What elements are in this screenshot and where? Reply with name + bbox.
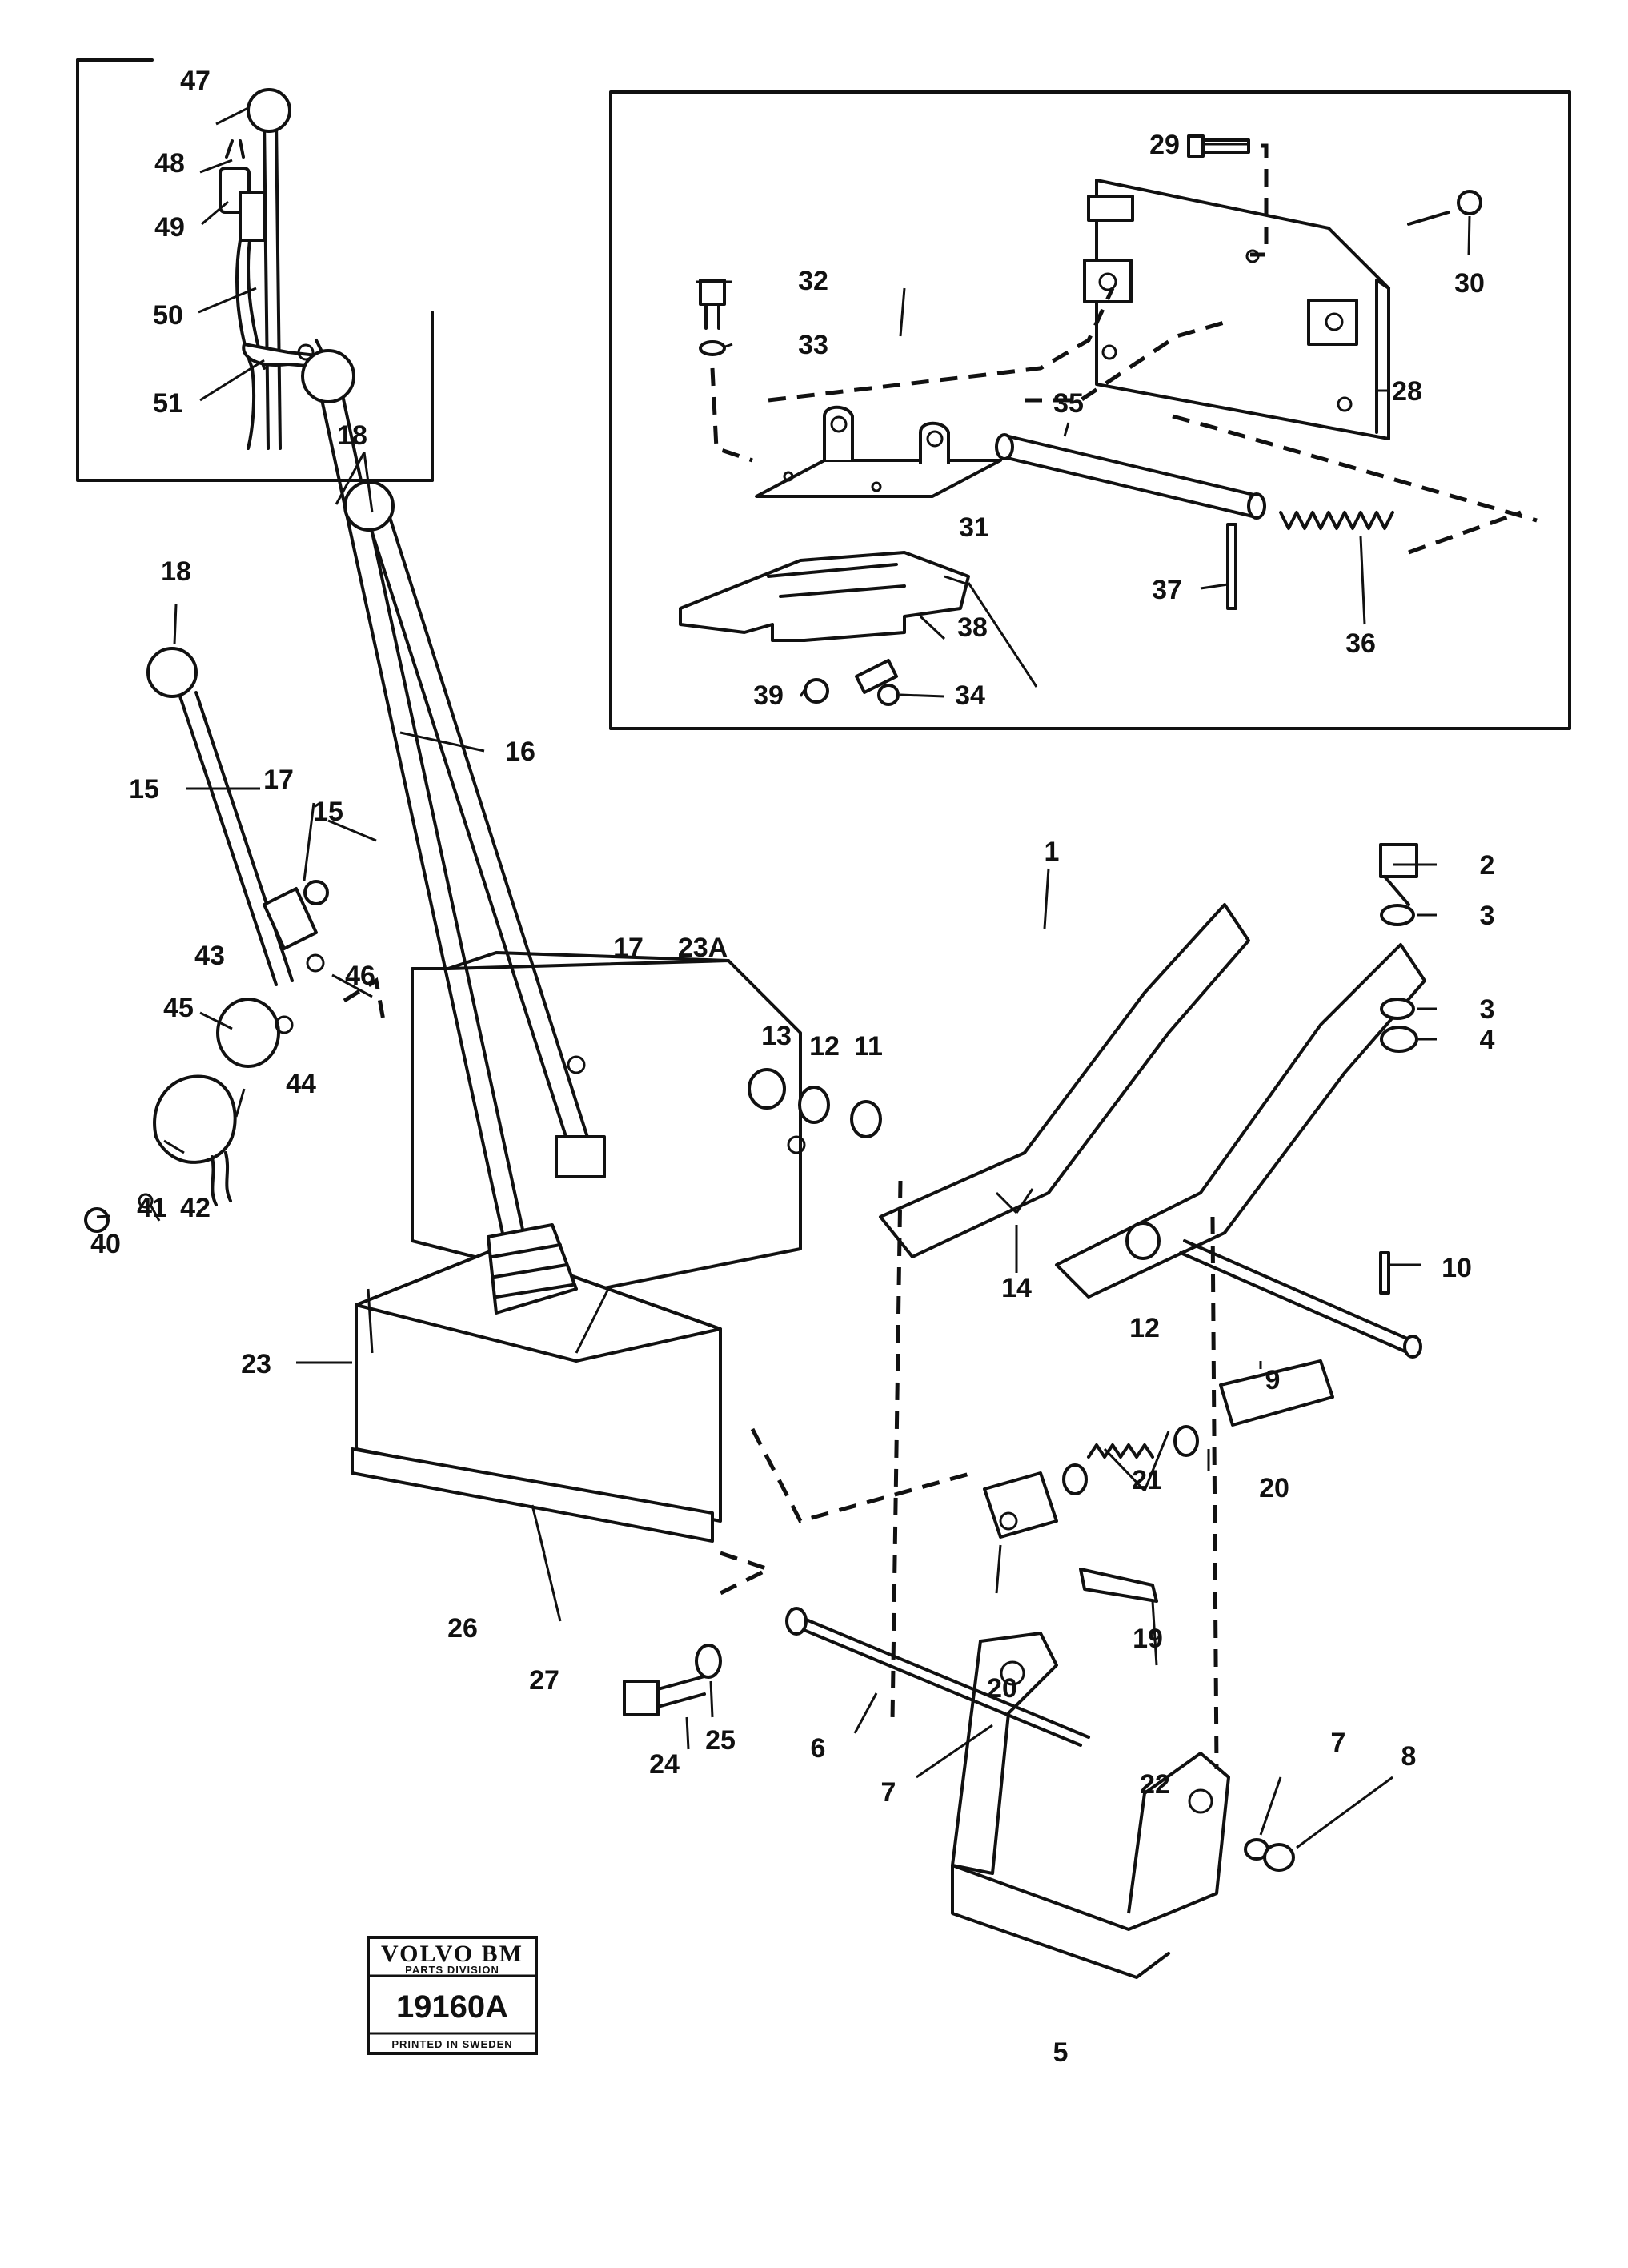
- callout-18-b: 18: [161, 556, 191, 587]
- callout-32: 32: [798, 266, 828, 296]
- callout-17-a: 17: [263, 765, 294, 795]
- callout-45: 45: [163, 993, 194, 1023]
- callout-37: 37: [1152, 575, 1182, 605]
- callout-9: 9: [1265, 1365, 1281, 1395]
- callout-23a: 23A: [678, 933, 728, 963]
- callout-5: 5: [1053, 2037, 1069, 2068]
- callout-42: 42: [180, 1193, 211, 1223]
- callout-8: 8: [1401, 1741, 1417, 1772]
- callout-3-a: 3: [1480, 901, 1495, 931]
- callout-51: 51: [153, 388, 183, 419]
- callout-labels: 47 48 49 50 51 18 18 16 15 15 17 17 23A …: [90, 66, 1494, 2068]
- callout-30: 30: [1454, 268, 1485, 299]
- badge-division: PARTS DIVISION: [405, 1964, 499, 1976]
- callout-36: 36: [1345, 628, 1376, 659]
- callout-22: 22: [1140, 1769, 1170, 1800]
- callout-1: 1: [1045, 837, 1060, 867]
- volvo-bm-badge: VOLVO BM PARTS DIVISION 19160A PRINTED I…: [367, 1936, 538, 2055]
- callout-21: 21: [1132, 1465, 1162, 1495]
- callout-25: 25: [705, 1725, 736, 1756]
- callout-19: 19: [1133, 1624, 1163, 1654]
- callout-50: 50: [153, 300, 183, 331]
- callout-10: 10: [1442, 1253, 1472, 1283]
- badge-number: 19160A: [396, 1989, 508, 2025]
- callout-24: 24: [649, 1749, 680, 1780]
- callout-2: 2: [1480, 850, 1495, 881]
- callout-15-b: 15: [313, 797, 343, 827]
- callout-26: 26: [447, 1613, 478, 1644]
- callout-39: 39: [753, 680, 784, 711]
- callout-17-b: 17: [613, 933, 644, 963]
- callout-43: 43: [194, 941, 225, 971]
- callout-38: 38: [957, 612, 988, 643]
- callout-35: 35: [1053, 388, 1084, 419]
- callout-18-a: 18: [337, 420, 367, 451]
- callout-20-b: 20: [987, 1673, 1017, 1704]
- callout-28: 28: [1392, 376, 1422, 407]
- callout-44: 44: [286, 1069, 316, 1099]
- callout-47: 47: [180, 66, 211, 96]
- callout-6: 6: [811, 1733, 826, 1764]
- callout-7-b: 7: [1331, 1728, 1346, 1758]
- callout-48: 48: [154, 148, 185, 179]
- leader-lines: [96, 106, 1471, 1849]
- main-assembly: [84, 349, 1426, 1979]
- callout-33: 33: [798, 330, 828, 360]
- badge-brand: VOLVO BM: [381, 1941, 523, 1967]
- callout-4: 4: [1480, 1025, 1495, 1055]
- callout-13: 13: [761, 1021, 792, 1051]
- callout-40: 40: [90, 1229, 121, 1259]
- callout-41: 41: [137, 1193, 167, 1223]
- inset-switch-detail: [76, 58, 434, 482]
- callout-27: 27: [529, 1665, 559, 1696]
- callout-12-b: 12: [1129, 1313, 1160, 1343]
- callout-23: 23: [241, 1349, 271, 1379]
- callout-20-a: 20: [1259, 1473, 1289, 1503]
- callout-7-a: 7: [881, 1777, 896, 1808]
- callout-34: 34: [955, 680, 985, 711]
- callout-46: 46: [345, 961, 375, 991]
- callout-11: 11: [854, 1031, 883, 1062]
- callout-29: 29: [1149, 130, 1180, 160]
- callout-15-a: 15: [129, 774, 159, 805]
- badge-printed: PRINTED IN SWEDEN: [391, 2038, 512, 2050]
- inset-lock-plate-detail: [609, 90, 1571, 730]
- callout-12-a: 12: [809, 1031, 840, 1062]
- callout-49: 49: [154, 212, 185, 243]
- callout-31: 31: [959, 512, 989, 543]
- callout-14: 14: [1001, 1273, 1032, 1303]
- callout-3-b: 3: [1480, 994, 1495, 1025]
- callout-16: 16: [505, 737, 535, 767]
